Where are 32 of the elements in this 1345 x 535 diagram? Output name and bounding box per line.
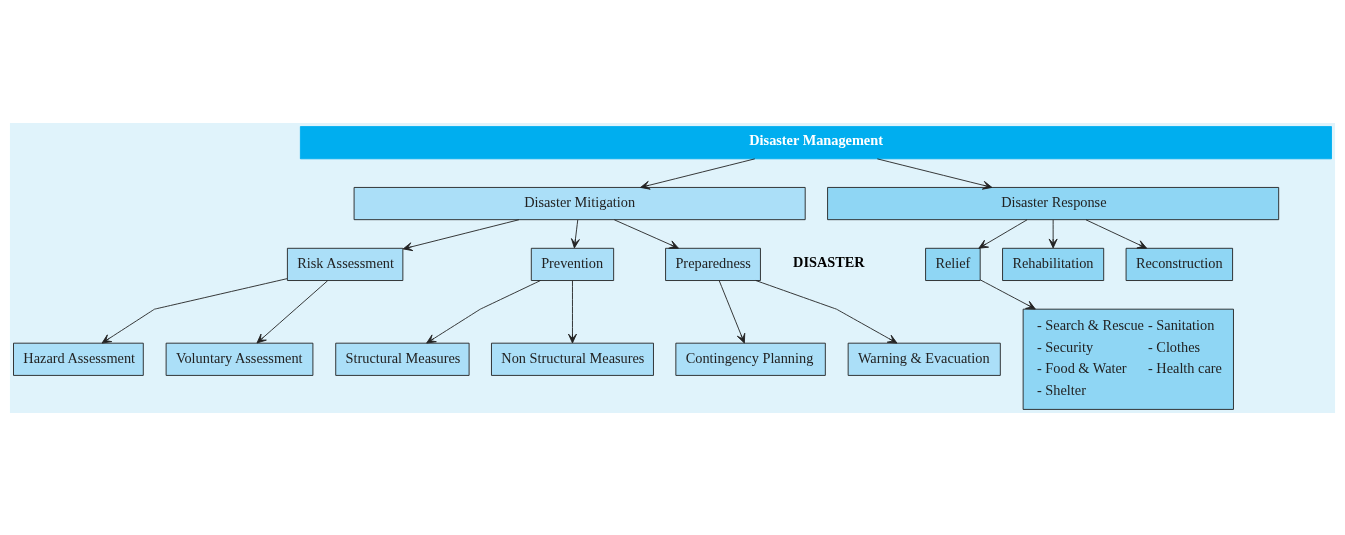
- arrow: [755, 279, 898, 344]
- arrow: [402, 218, 520, 251]
- arrow: [1085, 218, 1148, 249]
- node-box: Structural Measures: [335, 342, 470, 376]
- node-box: Risk Assessment: [286, 247, 404, 281]
- label: DISASTER: [793, 253, 865, 270]
- node-box: Preparedness: [665, 247, 761, 281]
- arrow: [1048, 219, 1058, 248]
- arrow: [978, 218, 1028, 249]
- arrow: [568, 279, 577, 343]
- node-box: Relief: [925, 247, 981, 281]
- arrow: [613, 218, 679, 249]
- arrow: [876, 157, 993, 190]
- node-box: Disaster Management: [299, 125, 1332, 159]
- node-box: Voluntary Assessment: [165, 342, 314, 376]
- arrow: [571, 219, 580, 248]
- node-box: Reconstruction: [1125, 247, 1234, 281]
- node-box: Contingency Planning: [675, 342, 826, 376]
- arrow: [426, 279, 541, 344]
- node-box: Prevention: [530, 247, 615, 281]
- arrow: [640, 157, 756, 190]
- arrow: [979, 278, 1036, 309]
- node-box: Non Structural Measures: [491, 342, 654, 376]
- node-box: Hazard Assessment: [13, 342, 144, 376]
- arrow: [101, 277, 288, 344]
- node-box: Warning & Evacuation: [847, 342, 1001, 376]
- node-box: Rehabilitation: [1002, 247, 1105, 281]
- arrow: [718, 279, 746, 343]
- node-box: Disaster Response: [827, 186, 1280, 220]
- node-box: - Search & Rescue - Sanitation - Security - Clothes - Food & Water - Health care - Shelter: [1022, 308, 1234, 410]
- arrow: [256, 279, 329, 343]
- node-box: Disaster Mitigation: [353, 186, 806, 220]
